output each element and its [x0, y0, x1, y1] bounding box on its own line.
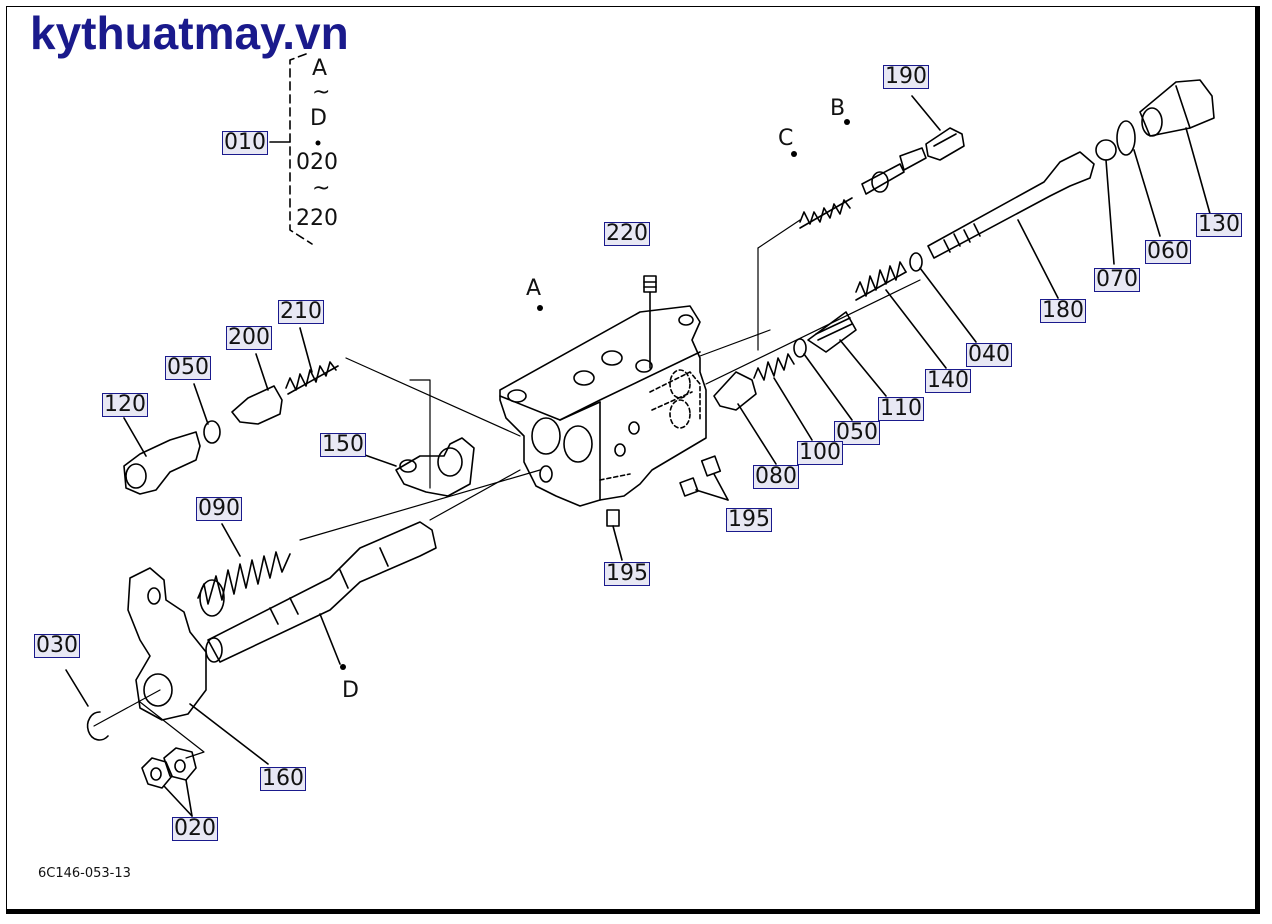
callout-195-right[interactable]: 195 — [726, 507, 772, 532]
callout-220[interactable]: 220 — [604, 221, 650, 246]
set-line-020: 020 — [296, 150, 338, 175]
callout-040[interactable]: 040 — [966, 342, 1012, 367]
set-line-tilde-1: ~ — [312, 80, 331, 105]
callout-020[interactable]: 020 — [172, 816, 218, 841]
callout-200[interactable]: 200 — [226, 325, 272, 350]
plugs-195-part — [606, 455, 729, 561]
rod-180-part — [927, 151, 1095, 299]
sleeve-110-part — [807, 311, 887, 397]
spring-210-part — [285, 327, 339, 395]
drawing-code: 6C146-053-13 — [38, 866, 131, 881]
callout-090[interactable]: 090 — [196, 496, 242, 521]
marker-d-label: D — [342, 678, 359, 703]
callout-180[interactable]: 180 — [1040, 298, 1086, 323]
callout-140[interactable]: 140 — [925, 368, 971, 393]
oring-040-part — [909, 252, 977, 343]
callout-110[interactable]: 110 — [878, 396, 924, 421]
valve-body-part — [499, 305, 707, 507]
callout-050-left[interactable]: 050 — [165, 355, 211, 380]
oring-060-part — [1116, 120, 1161, 237]
plunger-200-part — [231, 353, 283, 425]
callout-210[interactable]: 210 — [278, 299, 324, 324]
callout-070[interactable]: 070 — [1094, 267, 1140, 292]
plug-120-part — [123, 417, 201, 495]
circlip-030-part — [65, 669, 109, 741]
callout-060[interactable]: 060 — [1145, 239, 1191, 264]
bracket-150-part — [361, 437, 475, 497]
callout-120[interactable]: 120 — [102, 392, 148, 417]
set-line-a: A — [312, 56, 328, 81]
callout-030[interactable]: 030 — [34, 633, 80, 658]
oring-050-right-part — [793, 338, 853, 421]
callout-100[interactable]: 100 — [797, 440, 843, 465]
callout-130[interactable]: 130 — [1196, 212, 1242, 237]
callout-150[interactable]: 150 — [320, 432, 366, 457]
marker-dots — [315, 119, 850, 670]
oring-050-left-part — [193, 383, 221, 444]
callout-190[interactable]: 190 — [883, 64, 929, 89]
poppet-080-part — [713, 371, 777, 465]
poppet-b-part — [861, 147, 927, 195]
plug-220-part — [643, 275, 657, 369]
ball-070-part — [1095, 139, 1117, 265]
spring-140-part — [855, 261, 947, 369]
marker-b-label: B — [830, 96, 846, 121]
set-line-tilde-2: ~ — [312, 176, 331, 201]
site-watermark: kythuatmay.vn — [30, 7, 349, 59]
callout-010[interactable]: 010 — [222, 130, 268, 155]
set-line-d: D — [310, 106, 327, 131]
callout-160[interactable]: 160 — [260, 766, 306, 791]
spool-d-part — [205, 521, 437, 665]
set-line-220: 220 — [296, 206, 338, 231]
callout-080[interactable]: 080 — [753, 464, 799, 489]
spring-c-part — [799, 197, 853, 229]
spring-100-part — [753, 353, 813, 441]
lever-160-part — [127, 567, 269, 765]
spring-090-part — [197, 523, 291, 617]
page-frame — [6, 6, 1260, 914]
marker-a-label: A — [526, 276, 542, 301]
set-bracket-010 — [269, 53, 313, 245]
cap-130-part — [1139, 79, 1215, 229]
nuts-020-part — [141, 747, 197, 817]
plug-190-part — [911, 95, 965, 161]
marker-c-label: C — [778, 126, 794, 151]
callout-195-bottom[interactable]: 195 — [604, 561, 650, 586]
assembly-lines — [93, 219, 921, 759]
